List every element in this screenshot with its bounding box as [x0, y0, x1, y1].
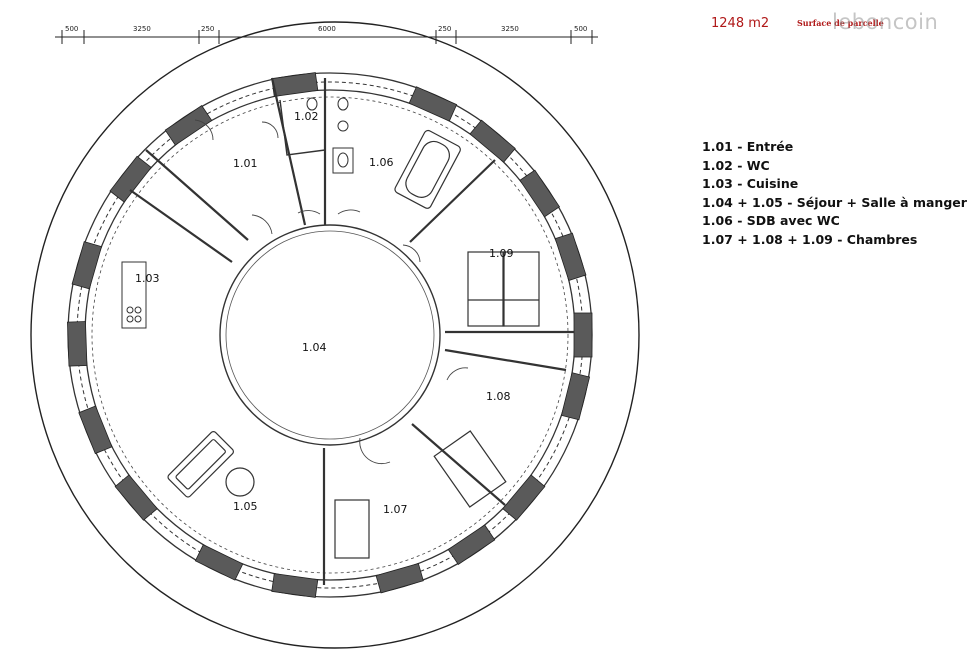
room-label-109: 1.09	[489, 247, 514, 260]
window-block	[375, 562, 424, 594]
dim-3250-right: 3250	[501, 25, 519, 33]
leboncoin-watermark: leboncoin	[832, 10, 939, 34]
window-block	[271, 72, 319, 97]
dim-6000: 6000	[318, 25, 336, 33]
room-label-104: 1.04	[302, 341, 327, 354]
window-block	[114, 474, 158, 521]
legend-item: 1.02 - WC	[702, 157, 770, 173]
wc-room	[279, 99, 326, 156]
surface-value: 1248 m2	[711, 16, 770, 31]
legend-item: 1.07 + 1.08 + 1.09 - Chambres	[702, 231, 918, 247]
windows	[67, 72, 593, 598]
room-label-108: 1.08	[486, 390, 511, 403]
kitchen-units	[121, 261, 147, 329]
window-block	[573, 312, 593, 358]
window-block	[560, 372, 591, 421]
dim-250-right: 250	[438, 25, 452, 33]
sanitary-fixtures	[306, 97, 354, 174]
bathtub	[394, 129, 461, 209]
room-label-103: 1.03	[135, 272, 160, 285]
window-block	[519, 169, 561, 218]
window-block	[502, 474, 546, 521]
window-block	[469, 119, 516, 163]
surface-label: Surface de parcelle	[797, 18, 884, 28]
window-block	[447, 524, 496, 566]
round-table	[225, 467, 255, 497]
room-label-105: 1.05	[233, 500, 258, 513]
window-block	[109, 155, 152, 203]
dim-500-left: 500	[65, 25, 79, 33]
sofa	[167, 430, 235, 498]
beds	[334, 251, 540, 559]
plot-boundary	[30, 21, 640, 649]
legend-item: 1.03 - Cuisine	[702, 176, 799, 192]
window-block	[71, 241, 103, 290]
inner-wall-dashed	[91, 96, 569, 574]
partition-walls	[129, 77, 574, 585]
window-block	[194, 544, 244, 581]
window-block	[554, 232, 587, 282]
room-legend: 1.01 - Entrée 1.02 - WC 1.03 - Cuisine 1…	[702, 138, 967, 250]
central-circle	[219, 224, 441, 446]
window-block	[271, 573, 319, 598]
window-block	[67, 321, 88, 367]
legend-item: 1.04 + 1.05 - Séjour + Salle à manger	[702, 194, 967, 210]
room-label-107: 1.07	[383, 503, 408, 516]
door-swings	[194, 119, 469, 465]
outer-wall-inner	[84, 89, 576, 581]
window-block	[408, 86, 458, 122]
window-block	[164, 104, 213, 146]
dim-250-left: 250	[201, 25, 215, 33]
dim-500-right: 500	[574, 25, 588, 33]
legend-item: 1.06 - SDB avec WC	[702, 213, 840, 229]
window-block	[78, 405, 113, 455]
dim-3250-left: 3250	[133, 25, 151, 33]
room-label-102: 1.02	[294, 110, 319, 123]
legend-item: 1.01 - Entrée	[702, 139, 794, 154]
room-label-101: 1.01	[233, 157, 258, 170]
central-circle-inner	[225, 230, 435, 440]
room-label-106: 1.06	[369, 156, 394, 169]
dimension-line	[55, 30, 598, 44]
